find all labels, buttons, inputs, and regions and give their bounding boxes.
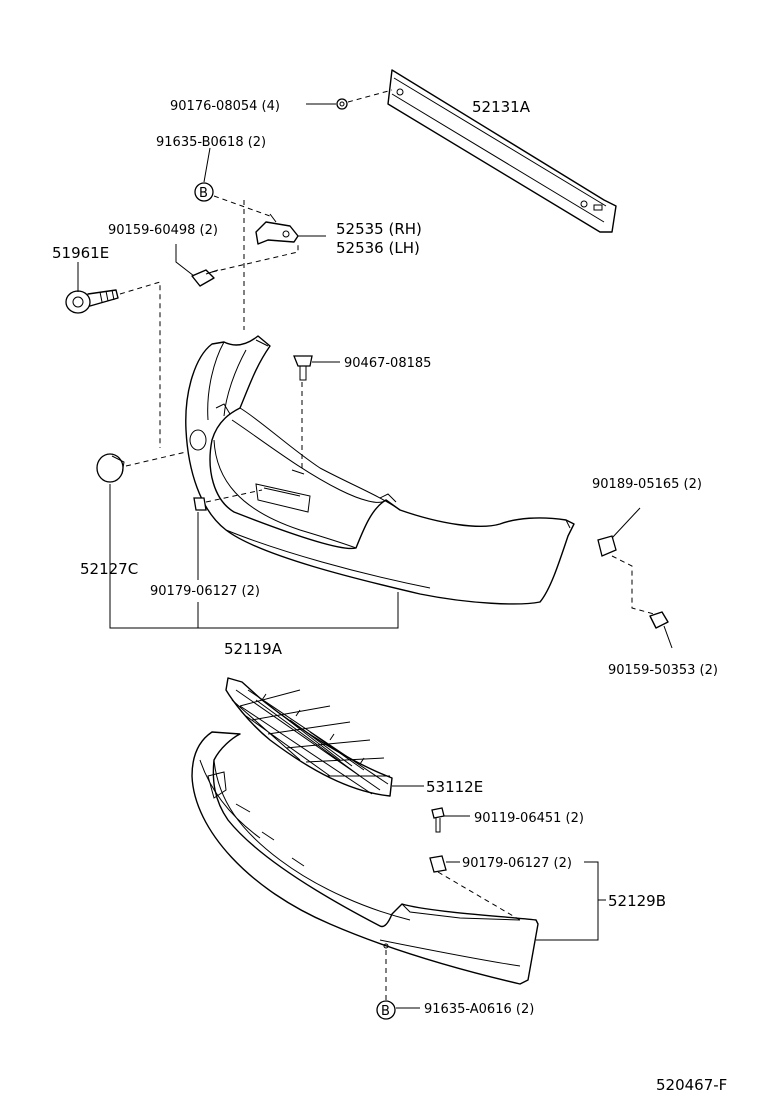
bumper-bracket: [255, 213, 299, 245]
screw-icon: [191, 269, 219, 287]
reinforcement-bar: [387, 69, 617, 233]
label-52535: 52535 (RH): [336, 220, 422, 238]
label-52131A: 52131A: [472, 98, 531, 116]
label-90179-06127-lower: 90179-06127 (2): [462, 856, 572, 871]
label-52129B: 52129B: [608, 892, 666, 910]
tow-hook-cap-icon: [96, 453, 125, 483]
label-52536: 52536 (LH): [336, 239, 420, 257]
clip-icon: [293, 355, 313, 381]
label-90159-50353: 90159-50353 (2): [608, 663, 718, 678]
nut-icon: [336, 98, 348, 110]
lower-spoiler: [191, 731, 539, 985]
label-91635-B0618: 91635-B0618 (2): [156, 135, 266, 150]
label-90467-08185: 90467-08185: [344, 356, 431, 371]
nut-clip-lower-icon: [429, 855, 447, 873]
label-51961E: 51961E: [52, 244, 109, 262]
bolt-icon: [431, 807, 445, 833]
grille-mesh: [225, 677, 393, 797]
label-90159-60498: 90159-60498 (2): [108, 223, 218, 238]
label-91635-A0616: 91635-A0616 (2): [424, 1002, 534, 1017]
label-90119-06451: 90119-06451 (2): [474, 811, 584, 826]
marker-b-top-text: B: [199, 186, 208, 201]
label-53112E: 53112E: [426, 778, 483, 796]
marker-b-top: B: [194, 182, 214, 202]
label-52119A: 52119A: [224, 640, 283, 658]
label-90176-08054: 90176-08054 (4): [170, 99, 280, 114]
label-90179-06127-upper: 90179-06127 (2): [150, 584, 260, 599]
bumper-cover: [185, 335, 575, 605]
label-90189-05165: 90189-05165 (2): [592, 477, 702, 492]
figure-code: 520467-F: [656, 1076, 727, 1094]
label-52127C: 52127C: [80, 560, 138, 578]
retainer-icon: [597, 535, 617, 557]
nut-clip-icon: [193, 497, 207, 511]
marker-b-bottom: B: [376, 1000, 396, 1020]
marker-b-bottom-text: B: [381, 1004, 390, 1019]
screw-lower-icon: [649, 611, 669, 629]
towing-eye-icon: [65, 289, 119, 314]
